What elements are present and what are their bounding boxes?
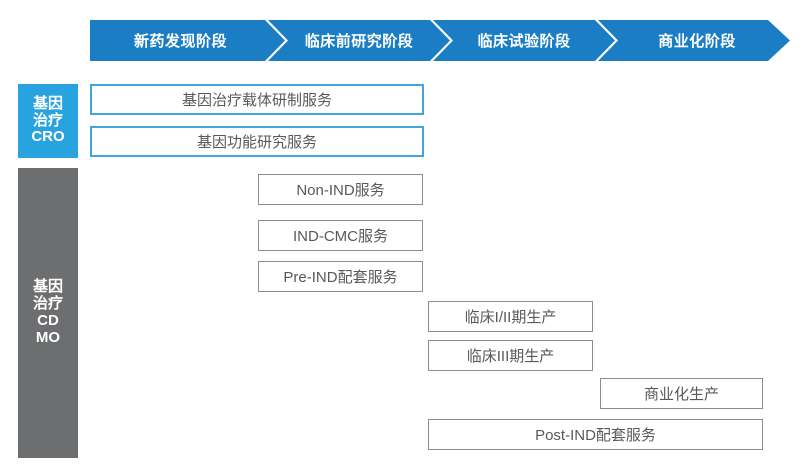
service-box-ind-cmc[interactable]: IND-CMC服务 (258, 220, 423, 251)
service-box-vector-development[interactable]: 基因治疗载体研制服务 (90, 84, 424, 115)
service-box-clinical-phase-3-production[interactable]: 临床III期生产 (428, 340, 593, 371)
rail-gene-therapy-cro[interactable]: 基因 治疗 CRO (18, 84, 78, 158)
rail-line: 基因 (32, 94, 63, 112)
rail-line: 基因 (32, 278, 63, 296)
phase-segment-commercial[interactable]: 商业化阶段 (598, 20, 790, 61)
phase-label: 商业化阶段 (658, 33, 736, 50)
service-box-non-ind[interactable]: Non-IND服务 (258, 174, 423, 205)
phase-header-band: 新药发现阶段 临床前研究阶段 临床试验阶段 商业化阶段 (90, 20, 790, 61)
rail-line: 治疗 (32, 295, 63, 313)
rail-line: CD (37, 312, 59, 329)
rail-line: CRO (31, 128, 65, 146)
rail-line: 治疗 (32, 111, 63, 129)
phase-label: 新药发现阶段 (133, 33, 227, 50)
service-box-pre-ind[interactable]: Pre-IND配套服务 (258, 261, 423, 292)
service-box-commercial-production[interactable]: 商业化生产 (600, 378, 763, 409)
phase-segment-preclinical[interactable]: 临床前研究阶段 (268, 20, 450, 61)
service-box-post-ind[interactable]: Post-IND配套服务 (428, 419, 763, 450)
phase-segment-clinical[interactable]: 临床试验阶段 (433, 20, 615, 61)
rail-gene-therapy-cdmo[interactable]: 基因 治疗 CD MO (18, 168, 78, 458)
rail-line: MO (35, 328, 61, 346)
service-box-gene-function-research[interactable]: 基因功能研究服务 (90, 126, 424, 157)
phase-label: 临床前研究阶段 (304, 33, 414, 50)
service-box-clinical-phase-1-2-production[interactable]: 临床I/II期生产 (428, 301, 593, 332)
phase-label: 临床试验阶段 (477, 33, 571, 50)
phase-segment-discovery[interactable]: 新药发现阶段 (90, 20, 285, 61)
